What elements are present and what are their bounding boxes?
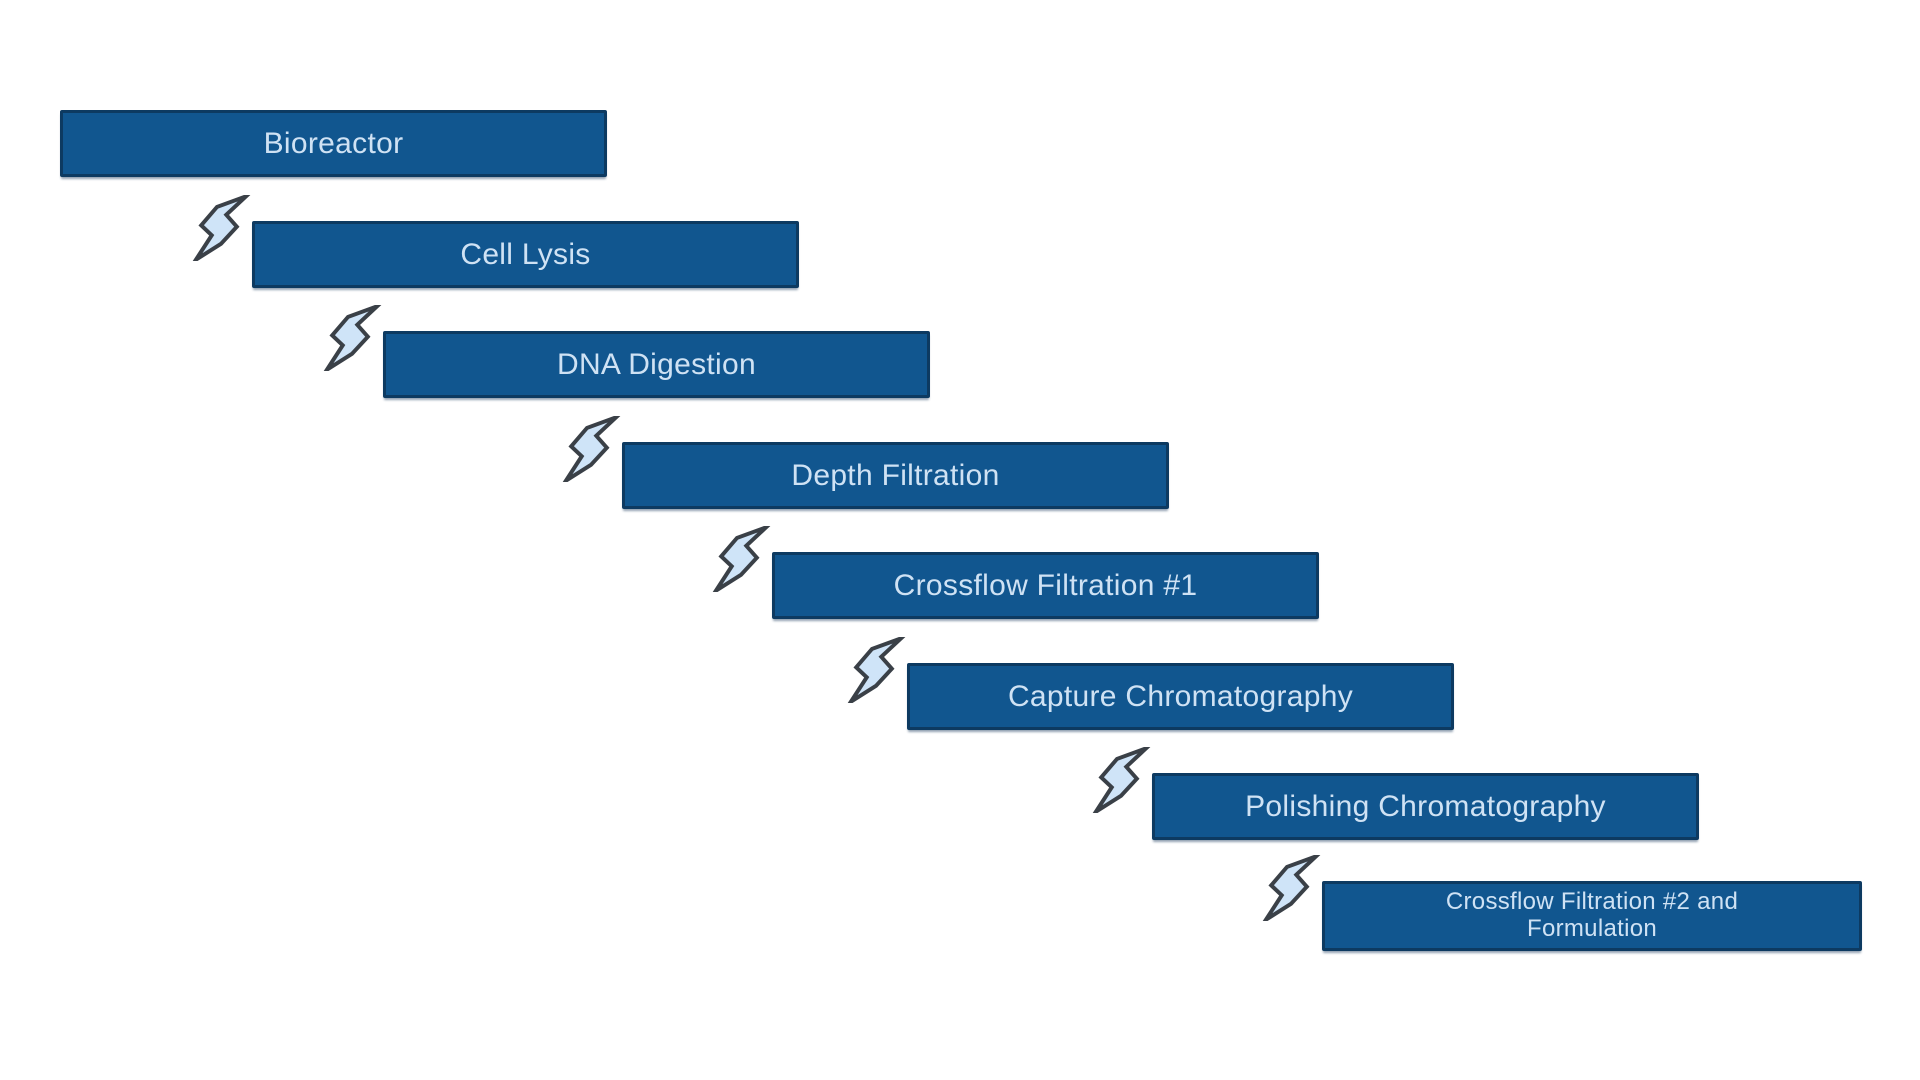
lightning-arrow-icon	[708, 526, 774, 592]
lightning-arrow-icon	[1088, 747, 1154, 813]
step-label: Polishing Chromatography	[1245, 789, 1606, 823]
step-box-depth-filtration: Depth Filtration	[622, 442, 1169, 509]
step-box-crossflow-filtration-1: Crossflow Filtration #1	[772, 552, 1319, 619]
step-box-cell-lysis: Cell Lysis	[252, 221, 799, 288]
step-label: Capture Chromatography	[1007, 679, 1354, 713]
step-label: Cell Lysis	[460, 237, 591, 271]
step-label: Crossflow Filtration #1	[893, 568, 1198, 602]
step-label: Bioreactor	[263, 126, 404, 160]
step-label: Depth Filtration	[791, 458, 1000, 492]
step-box-crossflow-filtration-2-formulation: Crossflow Filtration #2 and Formulation	[1322, 881, 1862, 951]
lightning-arrow-icon	[319, 305, 385, 371]
step-label: DNA Digestion	[557, 347, 756, 381]
step-box-bioreactor: Bioreactor	[60, 110, 607, 177]
lightning-arrow-icon	[558, 416, 624, 482]
lightning-arrow-icon	[843, 637, 909, 703]
step-box-capture-chromatography: Capture Chromatography	[907, 663, 1454, 730]
lightning-arrow-icon	[188, 195, 254, 261]
step-label: Crossflow Filtration #2 and Formulation	[1445, 888, 1739, 942]
lightning-arrow-icon	[1258, 855, 1324, 921]
step-box-dna-digestion: DNA Digestion	[383, 331, 930, 398]
step-box-polishing-chromatography: Polishing Chromatography	[1152, 773, 1699, 840]
